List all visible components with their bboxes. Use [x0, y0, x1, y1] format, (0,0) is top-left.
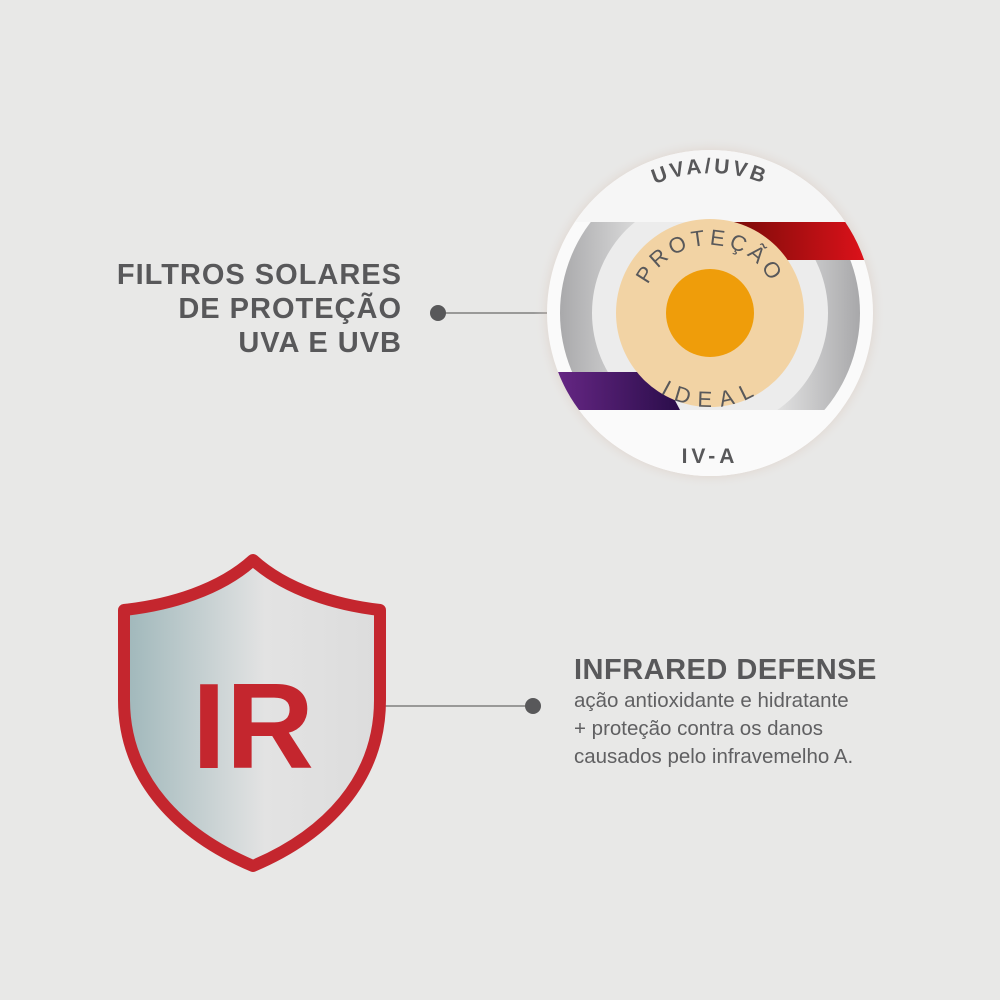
filters-line: DE PROTEÇÃO [178, 293, 402, 325]
badge-bottom-label: IV-A [682, 445, 739, 468]
shield-label: IR [192, 658, 314, 794]
filters-heading: FILTROS SOLARES DE PROTEÇÃO UVA E UVB [117, 258, 402, 360]
infrared-description: INFRARED DEFENSE ação antioxidante e hid… [574, 653, 877, 771]
orange-core [666, 269, 754, 357]
infrared-body-line: ação antioxidante e hidratante [574, 689, 849, 712]
connector-dot [430, 305, 446, 321]
filters-line: UVA E UVB [238, 327, 402, 359]
ir-shield-icon: IR [118, 554, 386, 872]
infrared-body-line: causados pelo infravemelho A. [574, 745, 854, 768]
filters-line: FILTROS SOLARES [116, 259, 402, 291]
uv-badge: UVA/UVB IV-A PROTEÇÃO IDEAL [534, 137, 886, 489]
infrared-title: INFRARED DEFENSE [574, 654, 877, 686]
purple-band [547, 372, 680, 410]
connector-dot [525, 698, 541, 714]
infrared-body-line: + proteção contra os danos [574, 717, 824, 740]
